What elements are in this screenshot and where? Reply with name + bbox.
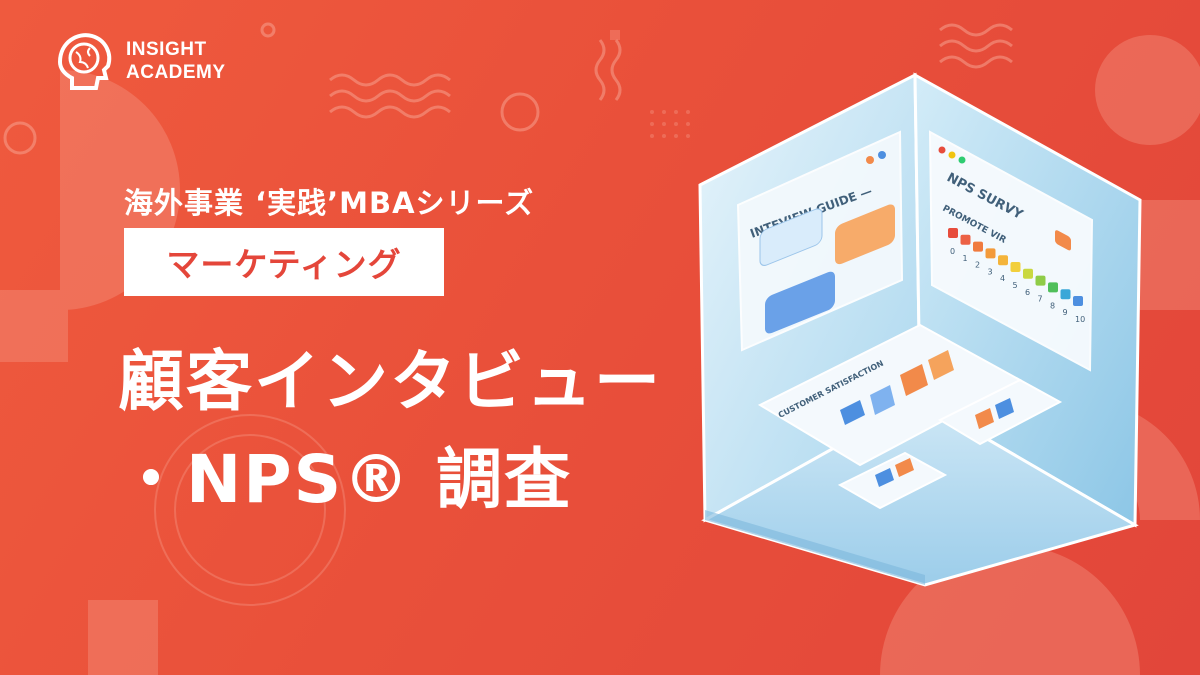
nps-scale-bar — [1060, 289, 1071, 300]
nps-scale-bar — [973, 241, 983, 252]
nps-scale-number: 8 — [1050, 301, 1055, 310]
title-line2: ・NPS® 調査 — [118, 441, 573, 518]
nps-scale-number: 4 — [1000, 274, 1005, 283]
nps-scale-number: 9 — [1063, 308, 1068, 317]
nps-scale-bar — [960, 234, 971, 245]
nps-scale-bar — [1010, 262, 1021, 272]
nps-scale-number: 7 — [1038, 295, 1043, 304]
nps-scale-bar — [1073, 296, 1083, 306]
nps-scale-bar — [948, 228, 958, 238]
nps-scale-number: 0 — [950, 247, 955, 256]
nps-scale-bar — [1035, 275, 1046, 286]
brand-name: INSIGHT ACADEMY — [126, 38, 226, 84]
nps-scale-number: 5 — [1013, 281, 1018, 290]
survey-illustration: INTEVIEW GUIDE — NPS SURVY PROMOTE VIR 0… — [698, 72, 1142, 587]
head-globe-icon — [57, 33, 112, 90]
nps-scale-bar — [985, 248, 996, 259]
brand-line1: INSIGHT — [126, 39, 207, 60]
brand-logo: INSIGHT ACADEMY — [50, 28, 226, 94]
category-badge: マーケティング — [124, 228, 444, 296]
series-label: 海外事業 ‘実践’MBAシリーズ — [124, 186, 535, 220]
nps-scale-bar — [1023, 268, 1033, 279]
interview-guide-panel: INTEVIEW GUIDE — — [736, 130, 904, 352]
nps-scale-number: 2 — [975, 261, 980, 270]
nps-scale-number: 3 — [988, 267, 993, 276]
nps-scale-bar — [1048, 282, 1058, 293]
brand-line2: ACADEMY — [126, 62, 226, 83]
nps-scale-number: 10 — [1075, 315, 1085, 324]
title-line1: 顧客インタビュー — [118, 343, 662, 420]
nps-scale-bars — [948, 228, 1083, 306]
nps-scale-number: 6 — [1025, 288, 1030, 297]
nps-scale-number: 1 — [963, 254, 968, 263]
nps-scale-bar — [998, 255, 1008, 266]
